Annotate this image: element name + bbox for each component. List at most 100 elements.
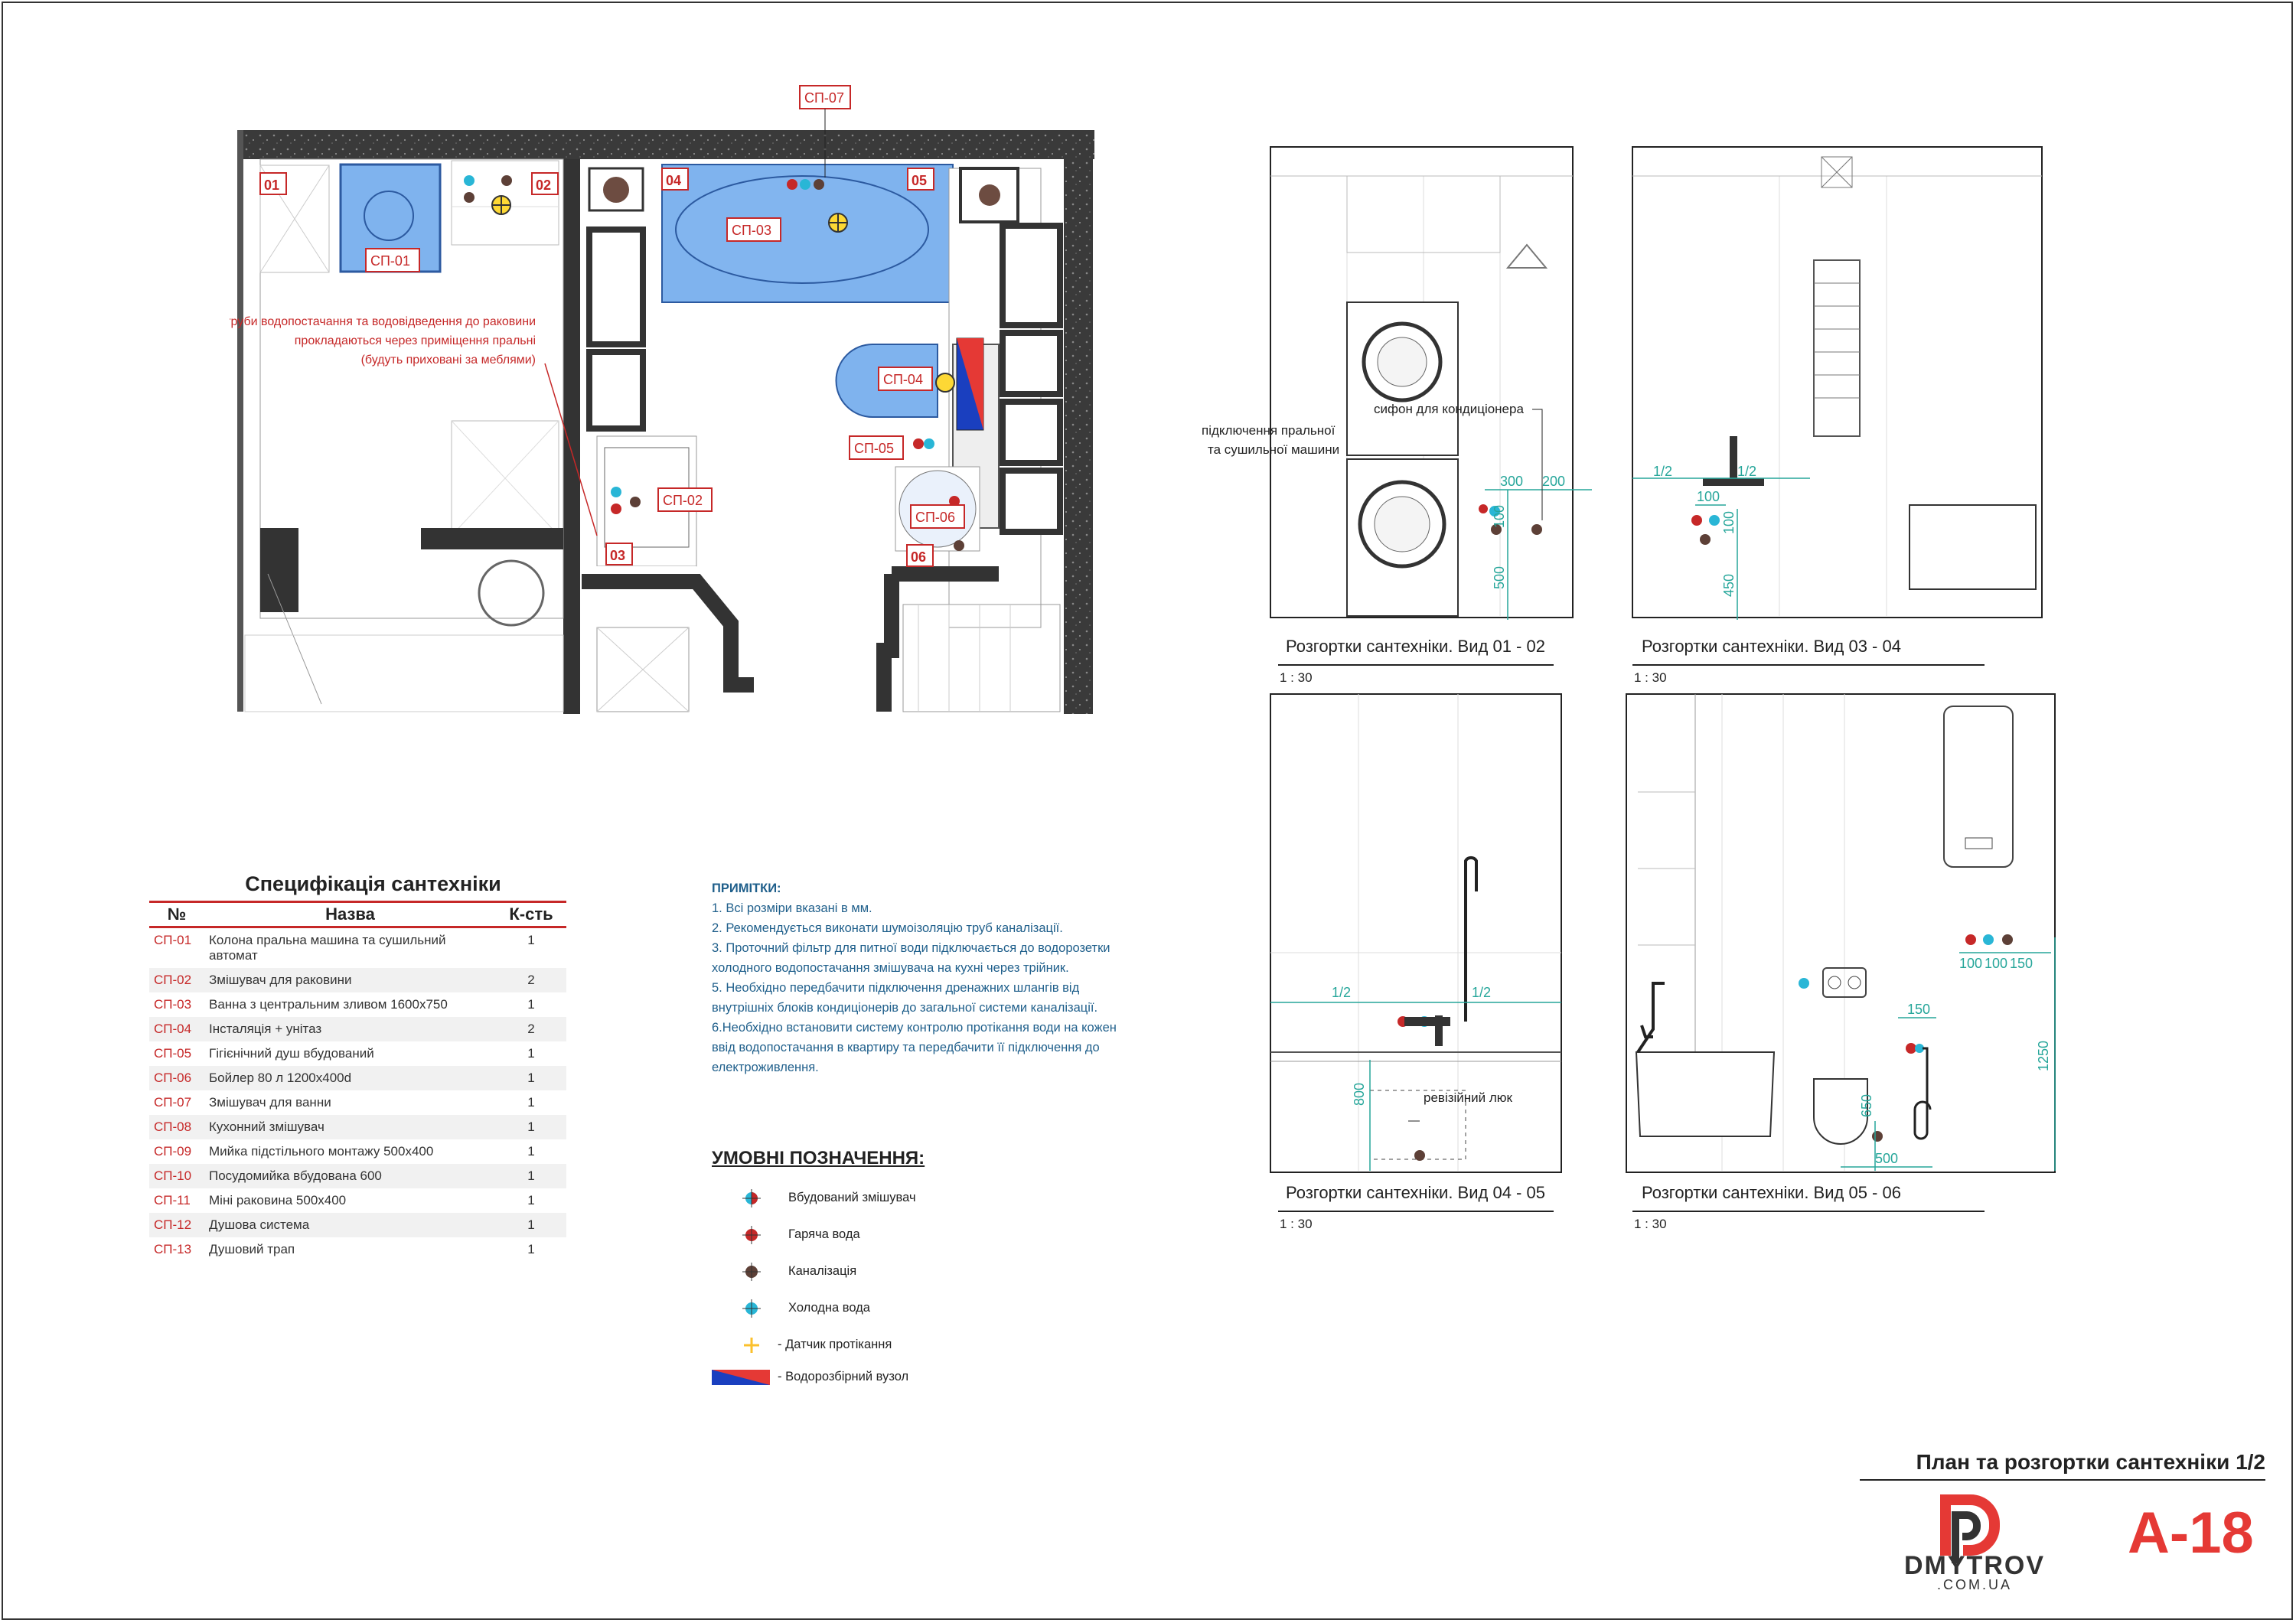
tag-03: 03 <box>610 548 625 563</box>
v4-dim-650: 650 <box>1859 1094 1874 1117</box>
spec-cell-qty: 1 <box>527 1242 535 1256</box>
notes-panel: ПРИМІТКИ: 1. Всі розміри вказані в мм.2.… <box>712 878 1117 1077</box>
v2-underline <box>1632 664 1985 666</box>
v2-dim-half-2: 1/2 <box>1737 464 1756 479</box>
v1-dim-100: 100 <box>1492 505 1507 528</box>
v1-annot-wash-1: підключення пральної <box>1202 423 1336 438</box>
spec-cell-qty: 1 <box>496 1066 566 1090</box>
spec-cell-code: СП-10 <box>149 1164 204 1188</box>
callout-sp04: СП-04 <box>883 372 923 387</box>
mixer-icon <box>742 1189 761 1207</box>
v2-dim-450: 450 <box>1721 574 1737 597</box>
v3-dim-half-2: 1/2 <box>1472 985 1491 1000</box>
spec-cell-name: Душова система <box>204 1213 496 1237</box>
v4-label: Розгортки сантехніки. Вид 05 - 06 <box>1642 1183 1901 1202</box>
legend-item-node: - Водорозбірний вузол <box>712 1362 1033 1399</box>
note-item: 2. Рекомендується виконати шумоізоляцію … <box>712 921 1063 935</box>
v2-dim-100-h: 100 <box>1697 489 1720 504</box>
spec-cell-name: Мийка підстільного монтажу 500х400 <box>209 1144 434 1159</box>
note-item: 1. Всі розміри вказані в мм. <box>712 901 872 915</box>
logo-main: DMYTROV <box>1904 1551 2045 1580</box>
spec-cell-code: СП-02 <box>149 968 204 992</box>
v4-dim-150a: 150 <box>2010 956 2033 971</box>
v3-label: Розгортки сантехніки. Вид 04 - 05 <box>1286 1183 1545 1202</box>
tag-05: 05 <box>912 173 927 188</box>
callout-sp02: СП-02 <box>663 493 703 508</box>
spec-cell-name: Душовий трап <box>209 1242 295 1256</box>
spec-cell-qty: 1 <box>527 933 535 947</box>
callout-sp06: СП-06 <box>915 510 955 525</box>
spec-cell-name: Кухонний змішувач <box>204 1115 496 1139</box>
spec-header-qty: К-сть <box>496 901 566 928</box>
spec-cell-name: Гігієнічний душ вбудований <box>209 1046 374 1061</box>
legend-panel: УМОВНІ ПОЗНАЧЕННЯ: Вбудований змішувач Г… <box>712 1148 1033 1399</box>
note-item: 3. Проточний фільтр для питної води підк… <box>712 941 1110 975</box>
legend-item-mixer: Вбудований змішувач <box>712 1183 1033 1220</box>
v4-dim-1250: 1250 <box>2036 1041 2051 1071</box>
spec-cell-code: СП-06 <box>149 1066 204 1090</box>
note-item: 6.Необхідно встановити систему контролю … <box>712 1021 1117 1074</box>
legend-label-sewer: Каналізація <box>788 1264 857 1278</box>
spec-cell-name: Змішувач для ванни <box>209 1095 331 1110</box>
spec-cell-code: СП-07 <box>154 1095 192 1110</box>
v1-dim-500: 500 <box>1492 566 1507 589</box>
v3-dim-800: 800 <box>1352 1083 1367 1106</box>
cold-water-icon <box>742 1299 761 1318</box>
spec-cell-code: СП-05 <box>154 1046 192 1061</box>
plan-title: План та розгортки сантехніки 1/2 <box>1860 1450 2265 1481</box>
plan-note-2: прокладаються через приміщення пральні <box>295 334 536 347</box>
v3-dim-half-1: 1/2 <box>1332 985 1351 1000</box>
legend-label-node: - Водорозбірний вузол <box>778 1370 909 1383</box>
spec-cell-qty: 1 <box>496 1213 566 1237</box>
spec-cell-code: СП-03 <box>154 997 192 1012</box>
pipe-points <box>464 175 964 551</box>
plan-note-1: труби водопостачання та водовідведення д… <box>230 315 536 328</box>
table-row: СП-05 Гігієнічний душ вбудований 1 <box>149 1041 566 1066</box>
tag-04: 04 <box>666 173 681 188</box>
spec-cell-name: Міні раковина 500х400 <box>209 1193 347 1207</box>
v1-dim-200: 200 <box>1542 474 1565 489</box>
v3-scale: 1 : 30 <box>1280 1217 1313 1231</box>
leak-sensor-icon <box>744 1338 759 1353</box>
v4-dim-500: 500 <box>1875 1151 1898 1166</box>
legend-label-cold: Холодна вода <box>788 1301 870 1315</box>
spec-cell-qty: 2 <box>496 1017 566 1041</box>
legend-item-sewer: Каналізація <box>712 1256 1033 1293</box>
spec-cell-name: Змішувач для раковини <box>204 968 496 992</box>
spec-cell-code: СП-04 <box>149 1017 204 1041</box>
spec-cell-name: Інсталяція + унітаз <box>204 1017 496 1041</box>
v4-scale: 1 : 30 <box>1634 1217 1667 1231</box>
spec-table-panel: Специфікація сантехніки № Назва К-сть СП… <box>149 872 566 1262</box>
plan-note-3: (будуть приховані за меблями) <box>361 354 536 367</box>
legend-title: УМОВНІ ПОЗНАЧЕННЯ: <box>712 1148 925 1168</box>
spec-cell-qty: 1 <box>527 1193 535 1207</box>
v2-dim-half-1: 1/2 <box>1653 464 1672 479</box>
callout-sp03: СП-03 <box>732 223 771 238</box>
legend-label-hot: Гаряча вода <box>788 1227 860 1241</box>
spec-cell-qty: 1 <box>527 1046 535 1061</box>
tag-02: 02 <box>536 178 551 193</box>
spec-header-no: № <box>149 901 204 928</box>
view-05-06: 100 100 150 150 650 500 1250 <box>1626 693 2056 1173</box>
view-04-05: ревізійний люк 1/2 1/2 800 <box>1270 693 1562 1173</box>
legend-item-sensor: - Датчик протікання <box>712 1330 1033 1362</box>
hot-water-icon <box>742 1226 761 1244</box>
v1-annot-wash-2: та сушильної машини <box>1208 442 1340 457</box>
v3-underline <box>1278 1211 1554 1212</box>
spec-cell-name: Посудомийка вбудована 600 <box>204 1164 496 1188</box>
spec-cell-name: Колона пральна машина та сушильний автом… <box>209 933 446 963</box>
floor-plan: труби водопостачання та водовідведення д… <box>230 85 1094 714</box>
v1-underline <box>1278 664 1554 666</box>
legend-item-hot: Гаряча вода <box>712 1220 1033 1256</box>
view-03-04: 1/2 1/2 100 100 450 <box>1632 146 2043 620</box>
spec-cell-name: Ванна з центральним зливом 1600х750 <box>209 997 448 1012</box>
dmytrov-logo: DMYTROV .COM.UA <box>1904 1494 2045 1592</box>
